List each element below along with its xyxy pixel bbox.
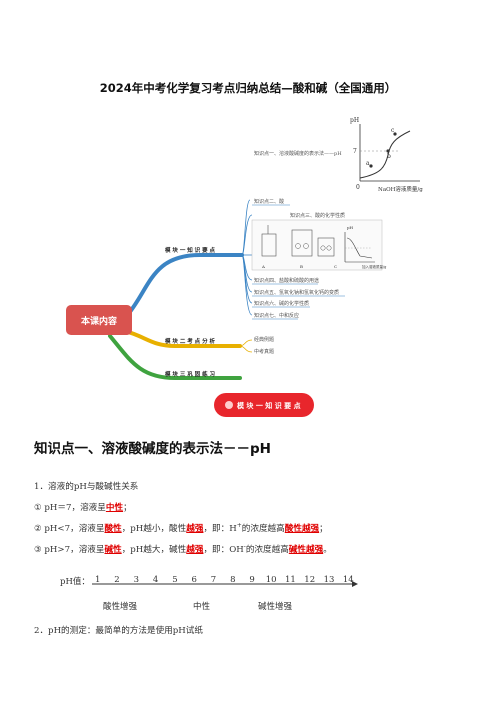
ph-scale-label: pH值： — [60, 577, 90, 587]
module-banner: 模 块 一 知 识 要 点 — [214, 393, 314, 417]
ph-caption-neutral: 中性 — [193, 602, 211, 612]
ph-number: 10 — [265, 575, 277, 585]
section-heading: 知识点一、溶液酸碱度的表示法－－pH — [34, 441, 271, 457]
ph-number: 2 — [114, 575, 120, 585]
kp3-label: 知识点三、酸的化学性质 — [290, 212, 345, 219]
graph-point-b: b — [387, 153, 391, 160]
ph-number: 6 — [191, 575, 197, 585]
ph-number: 3 — [133, 575, 140, 585]
branch-module-3: 模 块 三 巩 固 练 习 — [165, 370, 215, 378]
graph-seven: 7 — [353, 148, 357, 155]
graph-point-a: a — [366, 160, 370, 167]
ph-caption-base: 碱性增强 — [258, 602, 293, 612]
document-title: 2024年中考化学复习考点归纳总结—酸和碱（全国通用） — [99, 81, 397, 95]
ph-number: 13 — [323, 575, 335, 585]
graph-point-c: c — [391, 127, 395, 134]
ph-scale-axis — [92, 581, 358, 587]
lab-label-b: B — [300, 264, 303, 269]
line-5: 2．pH的测定：最简单的方法是使用pH试纸 — [34, 626, 203, 636]
graph-ylabel: pH — [350, 117, 359, 124]
center-node: 本课内容 — [66, 305, 132, 335]
ph-curve-graph: pH 7 0 a b c NaOH溶液质量/g — [350, 117, 423, 193]
lab-label-a: A — [261, 264, 265, 269]
lab-label-c: C — [334, 264, 337, 269]
ph-number: 8 — [230, 575, 236, 585]
ph-number: 7 — [210, 575, 217, 585]
ph-number: 12 — [304, 575, 316, 585]
kp5-label: 知识点五、氢氧化钠和氢氧化钙的变质 — [254, 289, 339, 296]
m2-item-2: 中考真题 — [254, 348, 274, 355]
lab-illustration: pH 加入溶液质量/g A B C — [251, 219, 387, 271]
line-1: 1．溶液的pH与酸碱性关系 — [34, 482, 139, 492]
line-3: ② pH<7，溶液呈酸性，pH越小，酸性越强，即：H+的浓度越高酸性越强； — [34, 522, 328, 534]
ph-number: 11 — [285, 575, 296, 585]
ph-number: 1 — [95, 575, 101, 585]
ph-number: 9 — [249, 575, 255, 585]
line-4: ③ pH>7，溶液呈碱性，pH越大，碱性越强，即：OH-的浓度越高碱性越强。 — [34, 543, 332, 555]
mind-map: pH 7 0 a b c NaOH溶液质量/g 知识点一、溶液酸碱度的表示法——… — [66, 117, 423, 417]
ph-number: 4 — [152, 575, 159, 585]
graph-xlabel: NaOH溶液质量/g — [378, 185, 423, 193]
kp2-label: 知识点二、酸 — [254, 198, 284, 205]
kp6-label: 知识点六、碱的化学性质 — [254, 300, 309, 307]
center-label: 本课内容 — [81, 315, 117, 327]
kp4-label: 知识点四、盐酸和硫酸的用途 — [254, 277, 319, 284]
graph-zero: 0 — [356, 184, 360, 191]
branch-module-2: 模 块 二 考 点 分 析 — [165, 337, 215, 345]
lab-ylabel: pH — [347, 225, 354, 230]
ph-caption-acid: 酸性增强 — [103, 602, 138, 612]
m2-item-1: 经典例题 — [254, 336, 274, 343]
banner-label: 模 块 一 知 识 要 点 — [237, 401, 301, 410]
ph-number: 14 — [342, 575, 354, 585]
line-2: ① pH＝7，溶液呈中性； — [34, 503, 132, 513]
ph-number: 5 — [172, 575, 178, 585]
kp7-label: 知识点七、中和反应 — [254, 312, 299, 319]
branch-module-1: 模 块 一 知 识 要 点 — [165, 246, 215, 254]
lab-xlabel: 加入溶液质量/g — [362, 264, 387, 269]
kp1-label: 知识点一、溶液酸碱度的表示法——pH — [254, 150, 342, 157]
